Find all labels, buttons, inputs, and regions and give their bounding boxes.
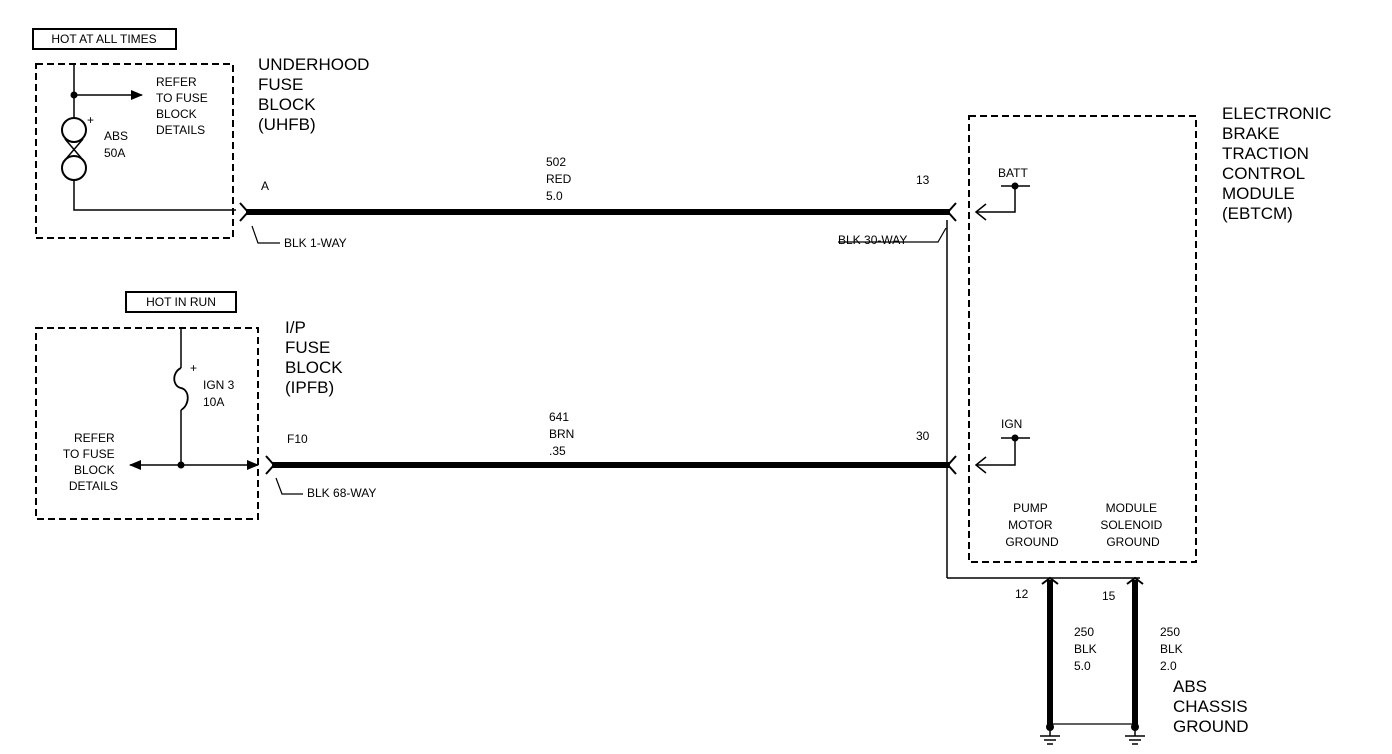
hot-at-all-times-label: HOT AT ALL TIMES [51,32,156,46]
ipfb-connector-leader [275,477,303,495]
ign-internal-wire [976,438,1016,466]
ground-wire-2-label: 250 BLK 2.0 [1160,625,1186,673]
ebtcm-connector-leader [838,227,947,243]
uhfb-output-wire [73,180,236,211]
svg-text:+: + [190,361,197,375]
hot-in-run-label: HOT IN RUN [146,295,216,309]
pump-motor-ground-label: PUMP MOTOR GROUND [1005,501,1059,549]
ebtcm-dashed-box [968,115,1197,563]
ground-section: 12 15 250 BLK 5.0 250 BLK 2.0 [1015,576,1252,745]
uhfb-section: HOT AT ALL TIMES + REFER TO FUSE BLOCK D… [32,28,374,250]
uhfb-connector-label: BLK 1-WAY [284,236,347,250]
ebtcm-batt-chevron [946,202,957,222]
ipfb-terminal-label: F10 [287,432,308,446]
batt-label: BATT [998,166,1028,180]
ipfb-connector-label: BLK 68-WAY [307,486,376,500]
hot-at-all-times-box [32,28,177,50]
pin-15-label: 15 [1102,589,1116,603]
ign3-fuse-label: IGN 3 10A [203,378,238,409]
pin-15-chevron [1126,576,1144,585]
ipfb-title: I/P FUSE BLOCK (IPFB) [285,318,347,397]
ground-2-icon [1125,727,1145,745]
abs-fuse-icon-top [61,117,87,143]
pin-13-label: 13 [916,173,930,187]
abs-chassis-ground-label: ABS CHASSIS GROUND [1173,677,1252,736]
ign3-fuse-icon [173,367,189,411]
ebtcm-section: BATT IGN PUMP MOTOR GROUND MODULE SOLENO… [968,104,1336,563]
ebtcm-connector-label: BLK 30-WAY [838,233,907,247]
ground-wire-1-label: 250 BLK 5.0 [1074,625,1100,673]
batt-internal-wire [976,186,1016,213]
ebtcm-title: ELECTRONIC BRAKE TRACTION CONTROL MODULE… [1222,104,1336,223]
pin-12-label: 12 [1015,587,1029,601]
uhfb-terminal-label: A [261,179,269,193]
uhfb-connector-leader [251,225,280,244]
uhfb-title: UNDERHOOD FUSE BLOCK (UHFB) [258,55,374,134]
ground-1-icon [1040,727,1060,745]
wire-502-label: 502 RED 5.0 [546,155,575,203]
wire-641-label: 641 BRN .35 [549,410,578,458]
module-solenoid-ground-label: MODULE SOLENOID GROUND [1100,501,1165,549]
pin-12-chevron [1041,576,1059,585]
uhfb-dashed-box [35,63,234,239]
abs-fuse-icon-bottom [61,155,87,181]
hot-in-run-box [125,291,237,313]
harness-wires: 502 RED 5.0 13 641 BRN .35 30 BLK 30-WAY [239,155,1140,579]
pin-30-label: 30 [916,429,930,443]
ipfb-dashed-box [35,327,259,520]
ebtcm-ign-chevron [946,455,957,475]
svg-text:+: + [87,113,94,127]
ipfb-section: HOT IN RUN + IGN 3 10A REFER TO FUSE BLO… [35,291,376,520]
abs-fuse-label: ABS 50A [104,129,131,160]
batt-arrow-icon [974,203,987,221]
uhfb-refer-text: REFER TO FUSE BLOCK DETAILS [156,75,211,137]
ipfb-refer-text: REFER TO FUSE BLOCK DETAILS [63,431,118,493]
ign-label: IGN [1001,417,1022,431]
ign-arrow-icon [974,456,987,474]
